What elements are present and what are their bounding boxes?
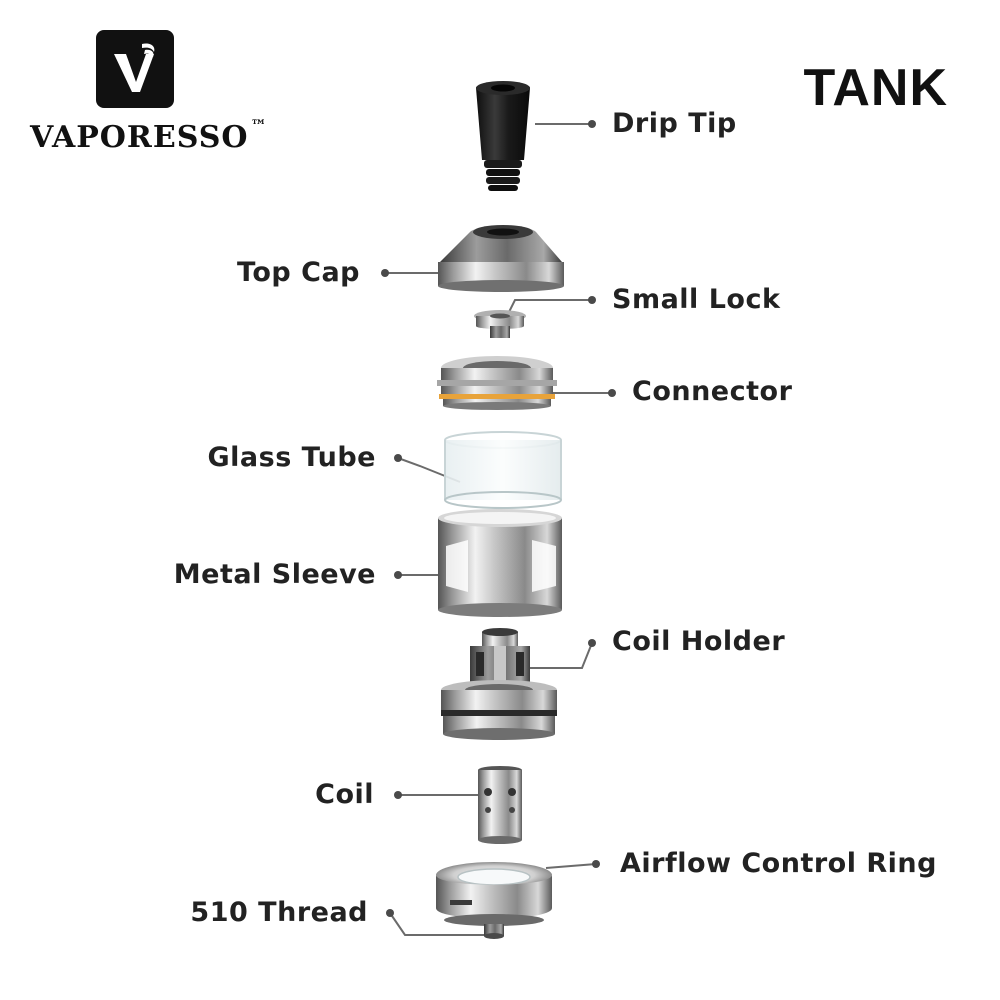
label-metal-sleeve: Metal Sleeve: [173, 559, 376, 590]
leader-coil-holder: [520, 642, 593, 669]
label-glass-tube: Glass Tube: [207, 442, 376, 473]
label-coil: Coil: [315, 779, 374, 810]
drip-tip-part: [476, 81, 530, 191]
leader-dots: [381, 120, 616, 917]
label-drip-tip: Drip Tip: [612, 108, 737, 139]
label-top-cap: Top Cap: [237, 257, 360, 288]
label-connector: Connector: [632, 376, 793, 407]
label-small-lock: Small Lock: [612, 284, 781, 315]
coil-part: [478, 766, 522, 844]
coil-holder-part: [441, 628, 557, 740]
label-airflow-control-ring: Airflow Control Ring: [620, 848, 937, 879]
510-thread-part: [484, 924, 504, 939]
connector-part: [437, 356, 557, 410]
page-title: TANK: [803, 59, 948, 117]
airflow-control-ring-part: [436, 862, 552, 926]
metal-sleeve-part: [438, 509, 562, 617]
trademark-symbol: ™: [250, 116, 268, 135]
glass-tube-part: [444, 431, 562, 509]
top-cap-part: [438, 225, 564, 292]
label-510-thread: 510 Thread: [190, 897, 368, 928]
leader-airflow-ring: [545, 863, 597, 869]
leader-510-thread: [389, 912, 485, 936]
label-coil-holder: Coil Holder: [612, 626, 786, 657]
small-lock-part: [474, 310, 526, 338]
vaporesso-v-logo-icon: [96, 30, 174, 108]
leader-lines: [385, 123, 612, 936]
